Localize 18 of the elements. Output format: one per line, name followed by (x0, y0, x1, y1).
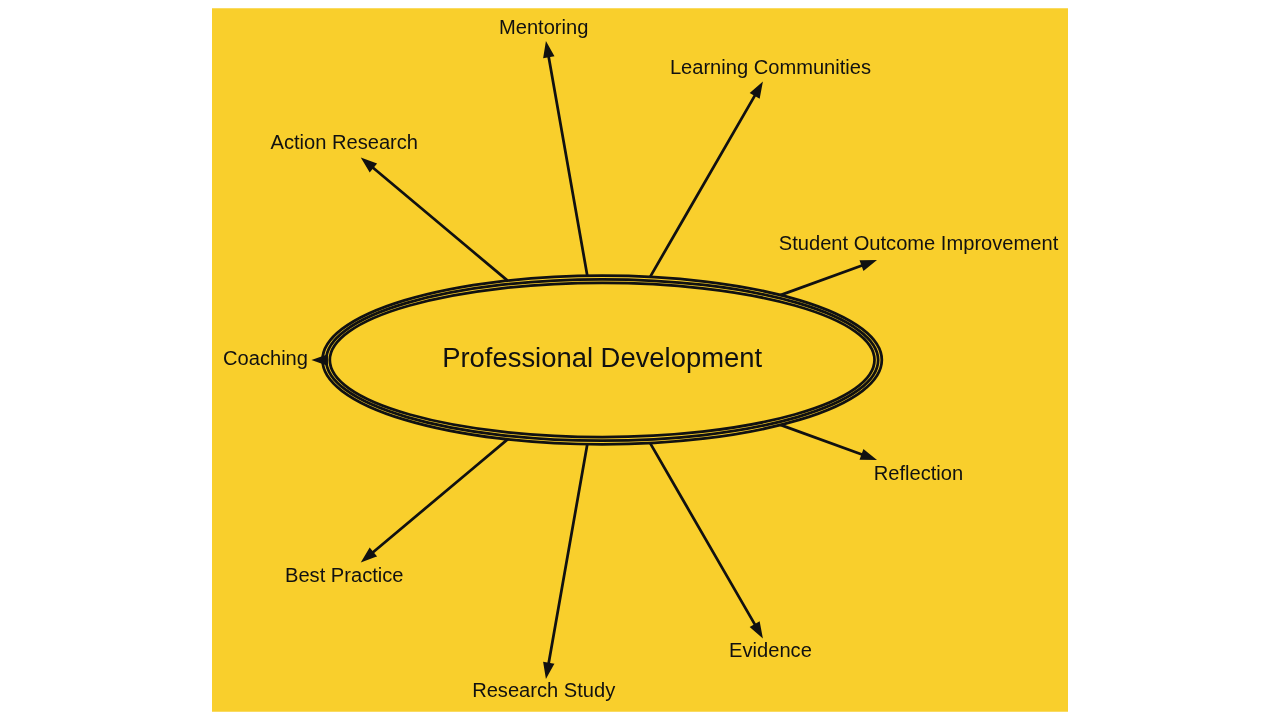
node-text: Action Research (270, 130, 419, 153)
node-text: Student Outcome Improvement (778, 231, 1059, 254)
arrow (648, 81, 763, 278)
node-text: Mentoring (498, 15, 589, 38)
arrow (648, 442, 763, 639)
arrow (780, 259, 877, 297)
arrow (360, 157, 509, 282)
arrow (360, 438, 509, 563)
node-text: Coaching (223, 347, 308, 370)
arrow (543, 444, 589, 679)
arrow (543, 41, 589, 276)
node-text: Learning Communities (669, 55, 872, 78)
arrow (780, 423, 877, 461)
node-text: Best Practice (285, 563, 404, 586)
node-text: Research Study (472, 678, 616, 701)
arrow (311, 354, 328, 366)
node-text: Reflection (873, 462, 964, 485)
node-text: Evidence (729, 638, 812, 661)
